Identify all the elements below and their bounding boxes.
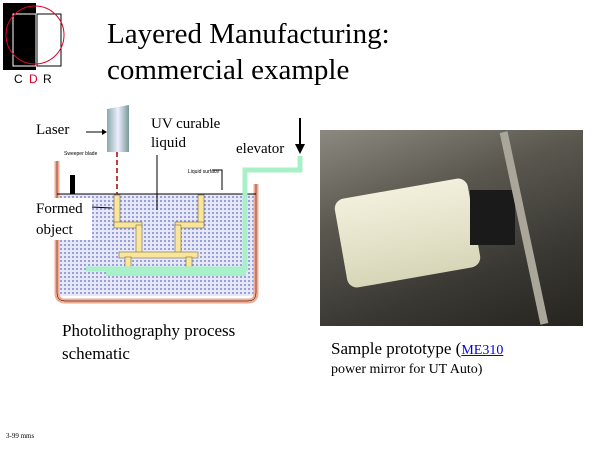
arrow-down-icon <box>295 144 305 154</box>
logo-r: R <box>43 72 52 86</box>
left-caption-line-1: Photolithography process <box>62 321 236 340</box>
sweeper-label: Sweeper blade <box>64 151 98 157</box>
caption-prefix: Sample prototype ( <box>331 339 462 358</box>
right-caption-line-2: power mirror for UT Auto) <box>331 362 483 377</box>
title-line-2: commercial example <box>107 54 350 86</box>
surface-label: Liquid surface <box>188 169 219 175</box>
laser-label: Laser <box>36 122 69 138</box>
left-caption: Photolithography process schematic <box>62 319 235 365</box>
footer: 3-99 mms <box>6 432 35 440</box>
prototype-photo <box>320 130 583 326</box>
elevator-label: elevator <box>236 141 284 157</box>
slide-title: Layered Manufacturing: commercial exampl… <box>107 16 390 88</box>
logo-c: C <box>14 72 23 86</box>
me310-link[interactable]: ME310 <box>461 343 504 358</box>
title-line-1: Layered Manufacturing: <box>107 18 390 50</box>
formed-label-2: object <box>36 222 73 238</box>
logo-d: D <box>29 72 38 86</box>
elevator <box>86 156 303 272</box>
uv-label-2: liquid <box>151 135 187 151</box>
cdr-logo: C D R <box>3 3 65 86</box>
laser-icon <box>107 105 129 152</box>
formed-label: Formed <box>36 201 83 217</box>
right-caption: Sample prototype (ME310 power mirror for… <box>331 337 503 379</box>
photolithography-schematic: Sweeper blade Liquid surface Laser UV cu… <box>30 105 305 304</box>
formed-object <box>113 194 205 268</box>
left-caption-line-2: schematic <box>62 344 130 363</box>
uv-label: UV curable <box>151 116 221 132</box>
